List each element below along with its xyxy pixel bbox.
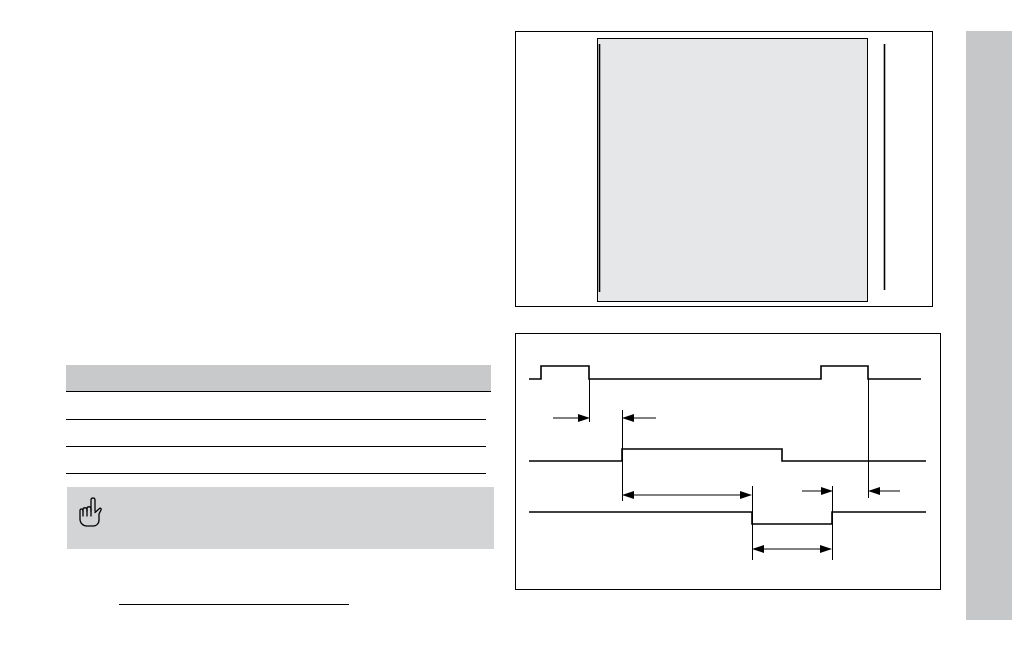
pointing-hand-icon xyxy=(79,497,102,527)
table-row-rule xyxy=(66,446,486,447)
footnote-rule xyxy=(119,604,349,605)
chapter-tab xyxy=(966,31,1012,620)
middle-trace xyxy=(529,448,926,462)
table-row-rule xyxy=(66,473,486,474)
table-row-rule xyxy=(66,419,486,420)
top-trace xyxy=(529,365,921,380)
figure-screen xyxy=(597,38,868,302)
bottom-trace xyxy=(529,511,926,525)
note-box xyxy=(67,487,494,549)
table-header xyxy=(66,365,491,392)
